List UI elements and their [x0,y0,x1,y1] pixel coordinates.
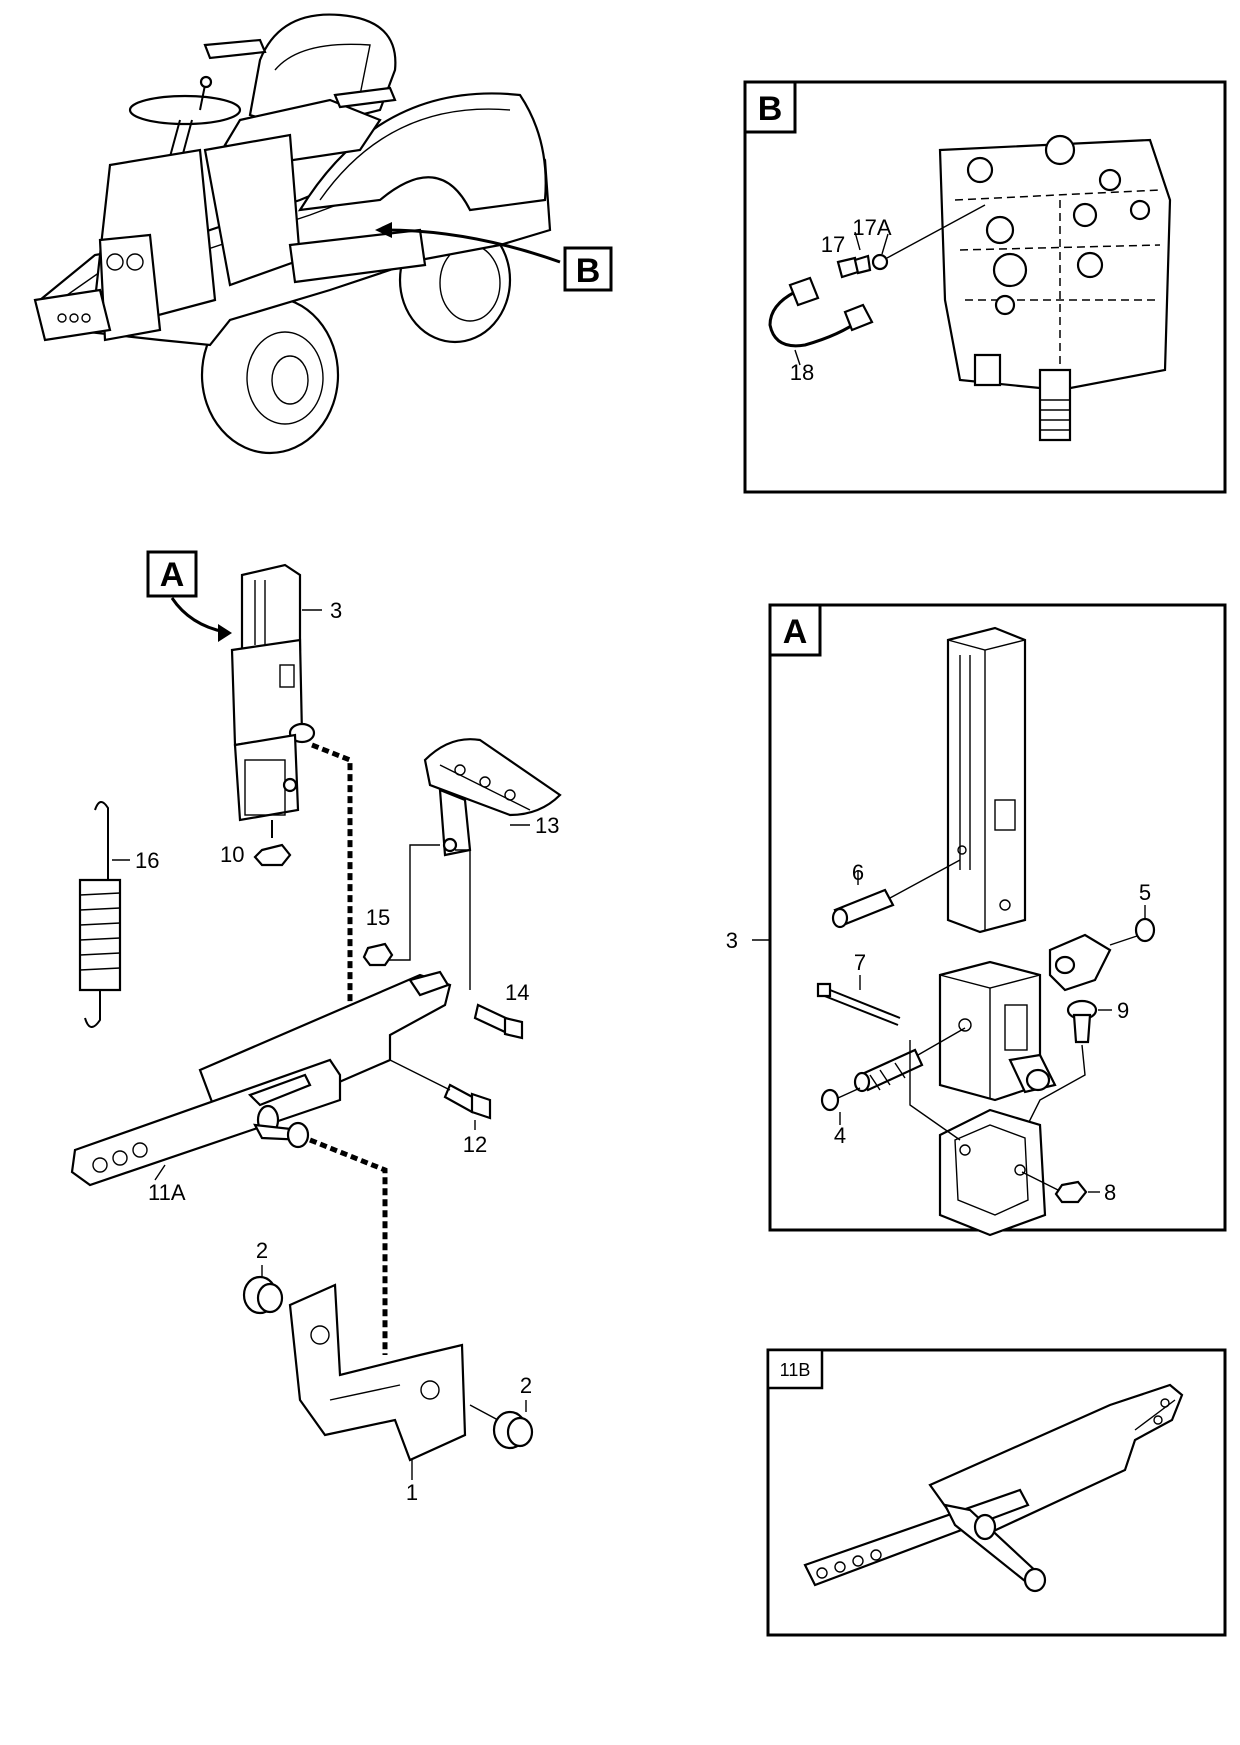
label-a-4: 4 [834,1123,846,1148]
detail-11b-tag: 11B [780,1360,811,1380]
label-11a: 11A [148,1180,186,1205]
o-ring-4 [820,1088,840,1112]
pedal-tube-3 [946,626,1027,934]
svg-text:A: A [160,556,185,594]
bolt-7 [816,982,901,1026]
detail-b-tag: B [758,90,783,128]
o-ring-17a [871,253,889,271]
bolt-14 [473,1003,524,1040]
svg-text:B: B [576,252,601,290]
label-13: 13 [535,813,559,838]
hose-18 [768,290,861,348]
label-2-right: 2 [520,1373,532,1398]
wedge-block-5 [1048,933,1112,992]
pointer-arrow-b [384,228,561,264]
pedal-lever-11a [70,970,452,1187]
bolt-12 [443,1083,492,1120]
label-3: 3 [330,598,342,623]
spring-16 [78,801,122,1028]
lower-linkage-dashed [309,1137,388,1355]
label-17: 17 [821,232,845,257]
hydraulic-valve [938,134,1172,442]
nut-10 [253,843,292,867]
fitting-17 [836,254,872,279]
tractor-callout-b: B [563,246,613,292]
pointer-arrow-a [170,597,226,634]
detail-b-panel: B [743,80,1227,494]
label-1: 1 [406,1480,418,1505]
pedal-pad-13 [423,738,562,857]
nut-15 [362,942,394,967]
label-a-5: 5 [1139,880,1151,905]
label-15: 15 [366,905,390,930]
pedal-lever-11b [803,1383,1184,1593]
pivot-pin [853,1027,966,1093]
label-a-8: 8 [1104,1180,1116,1205]
sleeve-block [938,960,1057,1102]
label-16: 16 [135,848,159,873]
label-10: 10 [220,842,244,867]
label-a-6: 6 [852,860,864,885]
pedal-arm-3 [230,563,316,838]
label-17a: 17A [852,215,891,240]
detail-11b-panel: 11B [766,1348,1227,1637]
bushing-2-right [492,1410,534,1450]
label-2-left: 2 [256,1238,268,1263]
detail-a-panel: A 6 3 [726,603,1227,1237]
pin-6 [831,888,895,929]
label-14: 14 [505,980,529,1005]
detail-a-tag: A [783,613,808,651]
bushing-2-left [242,1275,284,1315]
u-bracket [938,1108,1047,1237]
clip-5 [1134,917,1156,943]
label-a-9: 9 [1117,998,1129,1023]
label-a-3: 3 [726,928,738,953]
tractor-illustration [33,13,552,455]
label-18: 18 [790,360,814,385]
linkage-dashed [311,742,353,1040]
mount-bracket-1 [288,1283,467,1462]
label-a-7: 7 [854,950,866,975]
nut-8 [1054,1180,1088,1204]
main-callout-a: A [146,550,198,598]
plug-9 [1066,999,1098,1044]
label-12: 12 [463,1132,487,1157]
